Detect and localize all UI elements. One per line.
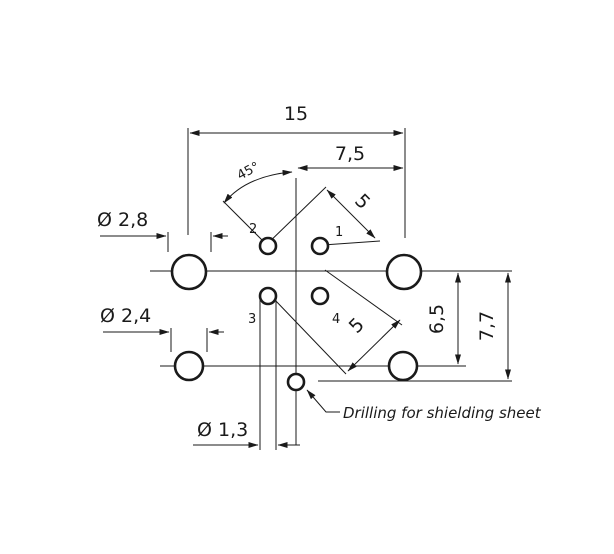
note-label: Drilling for shielding sheet [343, 404, 542, 422]
note-leader-line [306, 389, 340, 413]
large-hole-top-right [385, 253, 423, 291]
diag-dimension-top-label: 5 [350, 190, 374, 214]
pin-hole-4 [310, 286, 330, 306]
dia-2-4-label: Ø 2,4 [100, 305, 151, 327]
large-hole-top-left [170, 253, 208, 291]
dimension-7-5-label: 7,5 [335, 143, 365, 165]
diag-dimension-line-bottom [347, 319, 401, 372]
pin-hole-2 [258, 236, 278, 256]
diag-extension-bottom [324, 269, 403, 326]
diag-dimension-bottom-label: 5 [345, 314, 369, 338]
dia-1-3-label: Ø 1,3 [197, 419, 248, 441]
pin-hole-1 [310, 236, 330, 256]
pin-hole-3 [258, 286, 278, 306]
diag-extension-bottom-2 [273, 298, 347, 375]
dimension-6-5-label: 6,5 [426, 304, 448, 334]
dia-2-8-label: Ø 2,8 [97, 209, 148, 231]
angle-45-label: 45° [235, 159, 262, 183]
dimension-7-7-label: 7,7 [476, 311, 498, 341]
pin-2-label: 2 [249, 222, 257, 237]
angle-arc [223, 169, 293, 204]
medium-hole-bottom-right [387, 350, 419, 382]
pin-1-label: 1 [335, 225, 343, 240]
dimension-15-label: 15 [284, 103, 308, 125]
diag-dimension-line-top [326, 189, 376, 239]
pin-3-label: 3 [248, 312, 256, 327]
shielding-hole [286, 372, 306, 392]
medium-hole-bottom-left [173, 350, 205, 382]
pin-4-label: 4 [332, 312, 340, 327]
diag-extension-top-2 [322, 240, 381, 246]
